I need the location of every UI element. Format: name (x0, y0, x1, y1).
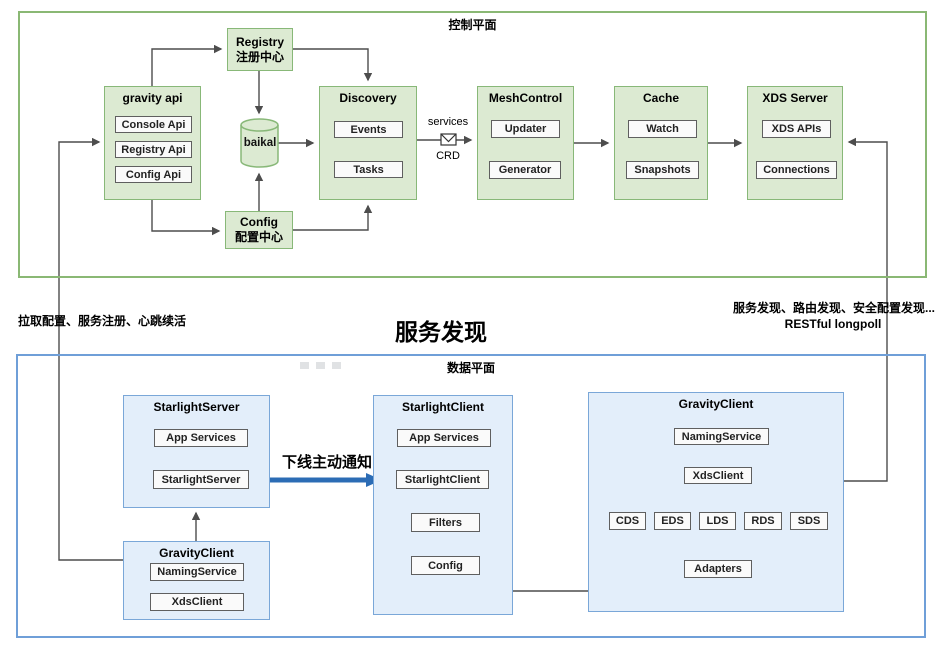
control-plane: 控制平面 (18, 11, 927, 278)
cds-box: CDS (609, 512, 646, 530)
control-plane-title: 控制平面 (448, 18, 497, 32)
adapters-box: Adapters (684, 560, 752, 578)
snapshots-box: Snapshots (626, 161, 699, 179)
mesh-control-title: MeshControl (488, 91, 563, 105)
config-center-box: Config 配置中心 (225, 211, 293, 249)
starlight-server-box: StarlightServer App Services StarlightSe… (123, 395, 270, 508)
xds-apis-box: XDS APIs (762, 120, 831, 138)
config-center-subtitle: 配置中心 (234, 230, 283, 244)
data-plane-title: 数据平面 (446, 361, 495, 375)
config-api-box: Config Api (115, 166, 192, 183)
gravity-client-sdk-title: GravityClient (159, 546, 234, 560)
generator-box: Generator (489, 161, 561, 179)
baikal-label: baikal (243, 137, 277, 149)
events-box: Events (334, 121, 403, 138)
discovery-box: Discovery Events Tasks (319, 86, 417, 200)
faded-marks (300, 362, 348, 369)
config-center-title: Config (240, 215, 278, 229)
sc-core-box: StarlightClient (396, 470, 489, 489)
sdk-naming-service-box: NamingService (150, 563, 244, 581)
xds-client-box: XdsClient (684, 467, 752, 484)
data-plane: 数据平面 (16, 354, 926, 638)
naming-service-box: NamingService (674, 428, 769, 445)
connections-box: Connections (756, 161, 837, 179)
registry-title: Registry (235, 34, 285, 49)
xds-server-title: XDS Server (762, 91, 828, 105)
offline-notice-label: 下线主动通知 (282, 454, 373, 471)
pull-config-note: 拉取配置、服务注册、心跳续活 (18, 314, 187, 328)
xds-server-box: XDS Server XDS APIs Connections (747, 86, 843, 200)
sds-box: SDS (790, 512, 828, 530)
starlight-client-title: StarlightClient (401, 400, 484, 414)
gravity-api-title: gravity api (122, 91, 183, 105)
gravity-client-box: GravityClient NamingService XdsClient CD… (588, 392, 844, 612)
baikal-cylinder (240, 118, 279, 168)
lds-box: LDS (699, 512, 736, 530)
registry-api-box: Registry Api (115, 141, 192, 158)
ss-core-box: StarlightServer (153, 470, 249, 489)
services-label: services (427, 116, 469, 128)
updater-box: Updater (491, 120, 560, 138)
discovery-note-line2: RESTful longpoll (784, 317, 882, 331)
cache-title: Cache (642, 91, 680, 105)
gravity-api-box: gravity api Console Api Registry Api Con… (104, 86, 201, 200)
ss-app-services-box: App Services (154, 429, 248, 447)
console-api-box: Console Api (115, 116, 192, 133)
discovery-note-line1: 服务发现、路由发现、安全配置发现... (733, 301, 936, 315)
gravity-client-title: GravityClient (678, 397, 754, 411)
registry-subtitle: 注册中心 (235, 49, 284, 64)
starlight-server-title: StarlightServer (153, 400, 240, 414)
crd-label: CRD (436, 150, 460, 162)
tasks-box: Tasks (334, 161, 403, 178)
mesh-control-box: MeshControl Updater Generator (477, 86, 574, 200)
config-box: Config (411, 556, 480, 575)
rds-box: RDS (744, 512, 782, 530)
envelope-icon (440, 133, 457, 146)
cache-box: Cache Watch Snapshots (614, 86, 708, 200)
watch-box: Watch (628, 120, 697, 138)
service-discovery-title: 服务发现 (395, 319, 487, 345)
discovery-title: Discovery (339, 91, 397, 105)
registry-center-box: Registry 注册中心 (227, 28, 293, 71)
starlight-client-box: StarlightClient App Services StarlightCl… (373, 395, 513, 615)
sdk-xds-client-box: XdsClient (150, 593, 244, 611)
eds-box: EDS (654, 512, 691, 530)
filters-box: Filters (411, 513, 480, 532)
sc-app-services-box: App Services (397, 429, 491, 447)
gravity-client-sdk-box: GravityClient NamingService XdsClient (123, 541, 270, 620)
discovery-restful-note: 服务发现、路由发现、安全配置发现... RESTful longpoll (733, 300, 936, 332)
